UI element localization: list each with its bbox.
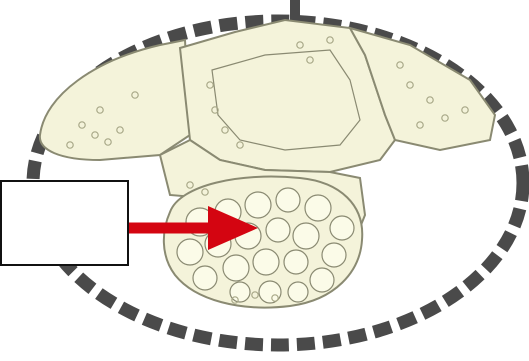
cluster-cell [322,243,346,267]
cluster-cell [253,249,279,275]
cluster-cell [223,255,249,281]
cluster-cell [266,218,290,242]
cluster-cell [284,250,308,274]
cluster-cell [310,268,334,292]
cluster-cell [177,239,203,265]
cluster-cell [293,223,319,249]
top-stalk [290,0,300,22]
cluster-cell [305,195,331,221]
cluster-cell [245,192,271,218]
cluster-cell [276,188,300,212]
left-lobe-cell [40,40,190,160]
label-answer-box [0,180,129,266]
cluster-cell [330,216,354,240]
cluster-cell [230,282,250,302]
cluster-cell [193,266,217,290]
cluster-cell [288,282,308,302]
